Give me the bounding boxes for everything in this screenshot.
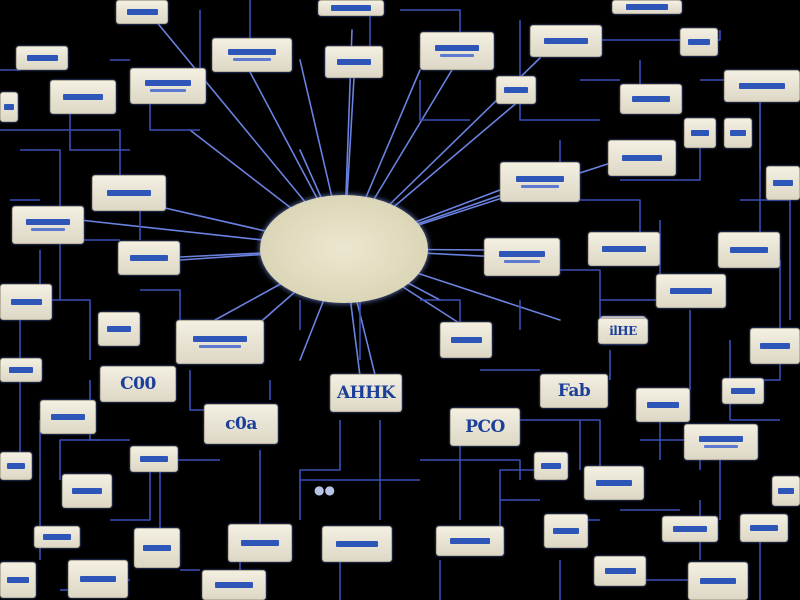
wire-path	[600, 30, 721, 41]
node-label-c: Fab	[540, 374, 608, 408]
wire-path	[420, 299, 461, 330]
node-label-e: PCO	[450, 408, 520, 446]
node-b8	[436, 526, 504, 556]
wire-path	[299, 420, 341, 520]
node-label-f: ilHE	[598, 318, 648, 344]
node-l4	[684, 424, 758, 460]
central-hub-node	[260, 195, 428, 303]
node-b13	[688, 562, 748, 600]
small-connector-glyph: ●●	[314, 483, 335, 497]
node-c6	[0, 284, 52, 320]
wire-path	[110, 470, 151, 521]
node-b6	[228, 524, 292, 562]
wire-path	[520, 419, 601, 470]
wire-path	[59, 239, 120, 300]
node-b1	[544, 514, 588, 548]
node-u5	[530, 25, 602, 57]
wire-path	[620, 140, 701, 181]
node-c12	[0, 358, 42, 382]
wire-path	[149, 100, 200, 131]
wire-path	[420, 459, 521, 480]
wire-path	[69, 110, 130, 151]
wire-path	[59, 439, 100, 480]
node-c4	[718, 232, 780, 268]
wire-path	[140, 289, 181, 330]
wire-path	[760, 260, 781, 381]
wire-path	[499, 469, 540, 530]
node-l5	[130, 446, 178, 472]
wire-path	[729, 340, 780, 421]
node-u12	[0, 92, 18, 122]
node-u6	[680, 28, 718, 56]
wire-path	[50, 299, 91, 360]
wire-path	[400, 9, 461, 40]
node-l9	[62, 474, 112, 508]
node-top-3	[612, 0, 682, 14]
node-label-e-text: PCO	[465, 416, 505, 437]
node-c5	[656, 274, 726, 308]
node-m3	[608, 140, 676, 176]
wire-path	[0, 129, 121, 180]
node-c8	[176, 320, 264, 364]
node-u10	[620, 84, 682, 114]
node-b5	[134, 528, 180, 568]
node-b11	[202, 570, 266, 600]
node-l2	[722, 378, 764, 404]
node-u8	[50, 80, 116, 114]
node-u11	[724, 70, 800, 102]
node-m4	[500, 162, 580, 202]
node-c10	[440, 322, 492, 358]
wire-path	[740, 199, 791, 320]
node-label-b-text: C00	[120, 373, 156, 394]
wire-path	[189, 370, 210, 411]
node-m5	[92, 175, 166, 211]
node-b4	[34, 526, 80, 548]
node-l8	[584, 466, 644, 500]
node-u3	[325, 46, 383, 78]
node-label-f-text: ilHE	[609, 324, 637, 338]
node-c11	[750, 328, 800, 364]
node-m2	[724, 118, 752, 148]
node-b7	[322, 526, 392, 562]
node-l7	[534, 452, 568, 480]
node-m1	[684, 118, 716, 148]
node-m7	[12, 206, 84, 244]
node-u2	[212, 38, 292, 72]
node-b12	[594, 556, 646, 586]
node-c7	[98, 312, 140, 346]
node-label-c-text: Fab	[557, 380, 591, 401]
wire-path	[419, 80, 470, 121]
node-label-a: AHHK	[330, 374, 402, 412]
node-b10	[68, 560, 128, 598]
node-top-2	[318, 0, 384, 16]
wire-path	[560, 269, 601, 330]
node-label-d: c0a	[204, 404, 278, 444]
node-b3	[740, 514, 788, 542]
node-top-1	[116, 0, 168, 24]
node-b9	[0, 562, 36, 598]
wire-path	[519, 20, 600, 121]
node-label-d-text: c0a	[225, 413, 257, 434]
node-u7	[130, 68, 206, 104]
node-l3	[636, 388, 690, 422]
node-c3	[588, 232, 660, 266]
node-label-b: C00	[100, 366, 176, 402]
wire-path	[580, 199, 641, 240]
node-l10	[772, 476, 800, 506]
node-l1	[40, 400, 96, 434]
node-b2	[662, 516, 718, 542]
node-u1	[16, 46, 68, 70]
node-m6	[766, 166, 800, 200]
node-l6	[0, 452, 32, 480]
node-label-a-text: AHHK	[336, 382, 396, 403]
node-u9	[496, 76, 536, 104]
node-u4	[420, 32, 494, 70]
node-c1	[118, 241, 180, 275]
node-c2	[484, 238, 560, 276]
wire-path	[20, 149, 61, 230]
